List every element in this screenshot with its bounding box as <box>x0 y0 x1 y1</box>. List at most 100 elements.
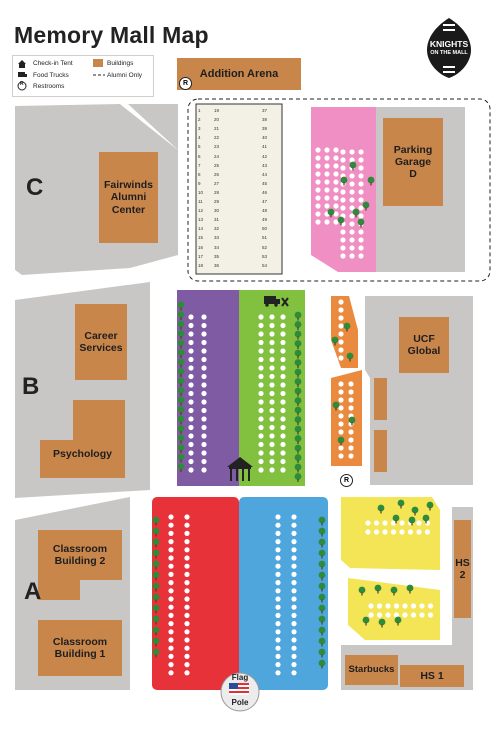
booth-marker[interactable] <box>376 612 383 618</box>
booth-marker[interactable] <box>291 645 297 651</box>
booth-marker[interactable] <box>275 547 281 553</box>
booth-marker[interactable] <box>338 413 344 419</box>
booth-marker[interactable] <box>269 450 275 456</box>
booth-marker[interactable] <box>349 253 355 259</box>
booth-marker[interactable] <box>402 612 408 618</box>
booth-marker[interactable] <box>424 529 431 535</box>
booth-marker[interactable] <box>280 331 286 337</box>
booth-marker[interactable] <box>280 441 286 448</box>
booth-marker[interactable] <box>315 187 321 193</box>
booth-marker[interactable] <box>324 155 330 161</box>
booth-marker[interactable] <box>291 555 297 561</box>
booth-marker[interactable] <box>338 307 344 313</box>
booth-marker[interactable] <box>275 596 281 602</box>
booth-marker[interactable] <box>338 405 344 411</box>
psychology-building[interactable] <box>40 400 125 478</box>
booth-marker[interactable] <box>168 653 174 660</box>
booth-marker[interactable] <box>188 331 194 337</box>
booth-marker[interactable] <box>269 424 275 431</box>
booth-marker[interactable] <box>416 520 422 526</box>
booth-marker[interactable] <box>338 389 344 395</box>
booth-marker[interactable] <box>275 530 281 537</box>
booth-marker[interactable] <box>269 382 275 388</box>
booth-marker[interactable] <box>258 450 264 456</box>
booth-marker[interactable] <box>358 229 364 235</box>
booth-marker[interactable] <box>188 399 194 405</box>
booth-marker[interactable] <box>382 520 388 526</box>
booth-marker[interactable] <box>184 662 190 668</box>
booth-marker[interactable] <box>168 547 174 553</box>
booth-marker[interactable] <box>258 339 264 346</box>
booth-marker[interactable] <box>269 314 275 320</box>
booth-marker[interactable] <box>399 520 405 526</box>
booth-marker[interactable] <box>291 662 297 668</box>
booth-marker[interactable] <box>338 397 344 403</box>
booth-marker[interactable] <box>358 149 364 155</box>
booth-marker[interactable] <box>419 603 425 609</box>
booth-marker[interactable] <box>315 179 321 185</box>
booth-marker[interactable] <box>188 382 194 388</box>
booth-marker[interactable] <box>275 637 281 643</box>
booth-marker[interactable] <box>333 171 339 177</box>
hs2-building[interactable] <box>454 520 471 618</box>
booth-marker[interactable] <box>338 355 344 361</box>
booth-marker[interactable] <box>315 171 321 177</box>
booth-marker[interactable] <box>280 373 286 380</box>
booth-marker[interactable] <box>349 205 355 211</box>
booth-marker[interactable] <box>324 203 330 209</box>
booth-marker[interactable] <box>269 467 275 473</box>
booth-marker[interactable] <box>340 253 346 259</box>
booth-marker[interactable] <box>338 315 344 321</box>
booth-marker[interactable] <box>324 195 330 201</box>
booth-marker[interactable] <box>315 203 321 209</box>
booth-marker[interactable] <box>280 382 286 388</box>
booth-marker[interactable] <box>258 467 264 473</box>
booth-marker[interactable] <box>280 458 286 465</box>
booth-marker[interactable] <box>168 645 174 651</box>
booth-marker[interactable] <box>338 323 344 329</box>
booth-marker[interactable] <box>258 441 264 448</box>
starbucks-building[interactable] <box>345 655 398 685</box>
booth-marker[interactable] <box>168 662 174 668</box>
booth-marker[interactable] <box>291 571 297 578</box>
booth-marker[interactable] <box>340 205 346 211</box>
booth-marker[interactable] <box>269 433 275 439</box>
booth-marker[interactable] <box>333 187 339 193</box>
booth-marker[interactable] <box>184 612 190 619</box>
booth-marker[interactable] <box>269 458 275 465</box>
fairwinds-alumni-center-building[interactable] <box>99 152 158 243</box>
booth-marker[interactable] <box>315 219 321 225</box>
booth-marker[interactable] <box>291 588 297 594</box>
booth-marker[interactable] <box>349 221 355 227</box>
booth-marker[interactable] <box>291 637 297 643</box>
booth-marker[interactable] <box>201 458 207 465</box>
booth-marker[interactable] <box>291 621 297 627</box>
booth-marker[interactable] <box>348 437 354 443</box>
booth-marker[interactable] <box>348 397 354 403</box>
booth-marker[interactable] <box>333 179 339 185</box>
booth-marker[interactable] <box>338 339 344 345</box>
booth-marker[interactable] <box>168 588 174 594</box>
booth-marker[interactable] <box>390 529 397 535</box>
booth-marker[interactable] <box>280 450 286 456</box>
booth-marker[interactable] <box>201 441 207 448</box>
booth-marker[interactable] <box>280 467 286 473</box>
booth-marker[interactable] <box>258 416 264 422</box>
booth-marker[interactable] <box>184 621 190 627</box>
booth-marker[interactable] <box>201 314 207 320</box>
booth-marker[interactable] <box>333 195 339 201</box>
booth-marker[interactable] <box>168 555 174 561</box>
booth-marker[interactable] <box>338 331 344 337</box>
booth-marker[interactable] <box>368 603 374 609</box>
booth-marker[interactable] <box>393 612 400 618</box>
booth-marker[interactable] <box>333 203 339 209</box>
booth-marker[interactable] <box>416 529 422 535</box>
booth-marker[interactable] <box>275 662 281 668</box>
booth-marker[interactable] <box>168 596 174 602</box>
booth-marker[interactable] <box>258 365 264 371</box>
booth-marker[interactable] <box>291 563 297 569</box>
booth-marker[interactable] <box>338 347 344 353</box>
booth-marker[interactable] <box>188 424 194 431</box>
booth-marker[interactable] <box>269 373 275 380</box>
booth-marker[interactable] <box>275 653 281 660</box>
